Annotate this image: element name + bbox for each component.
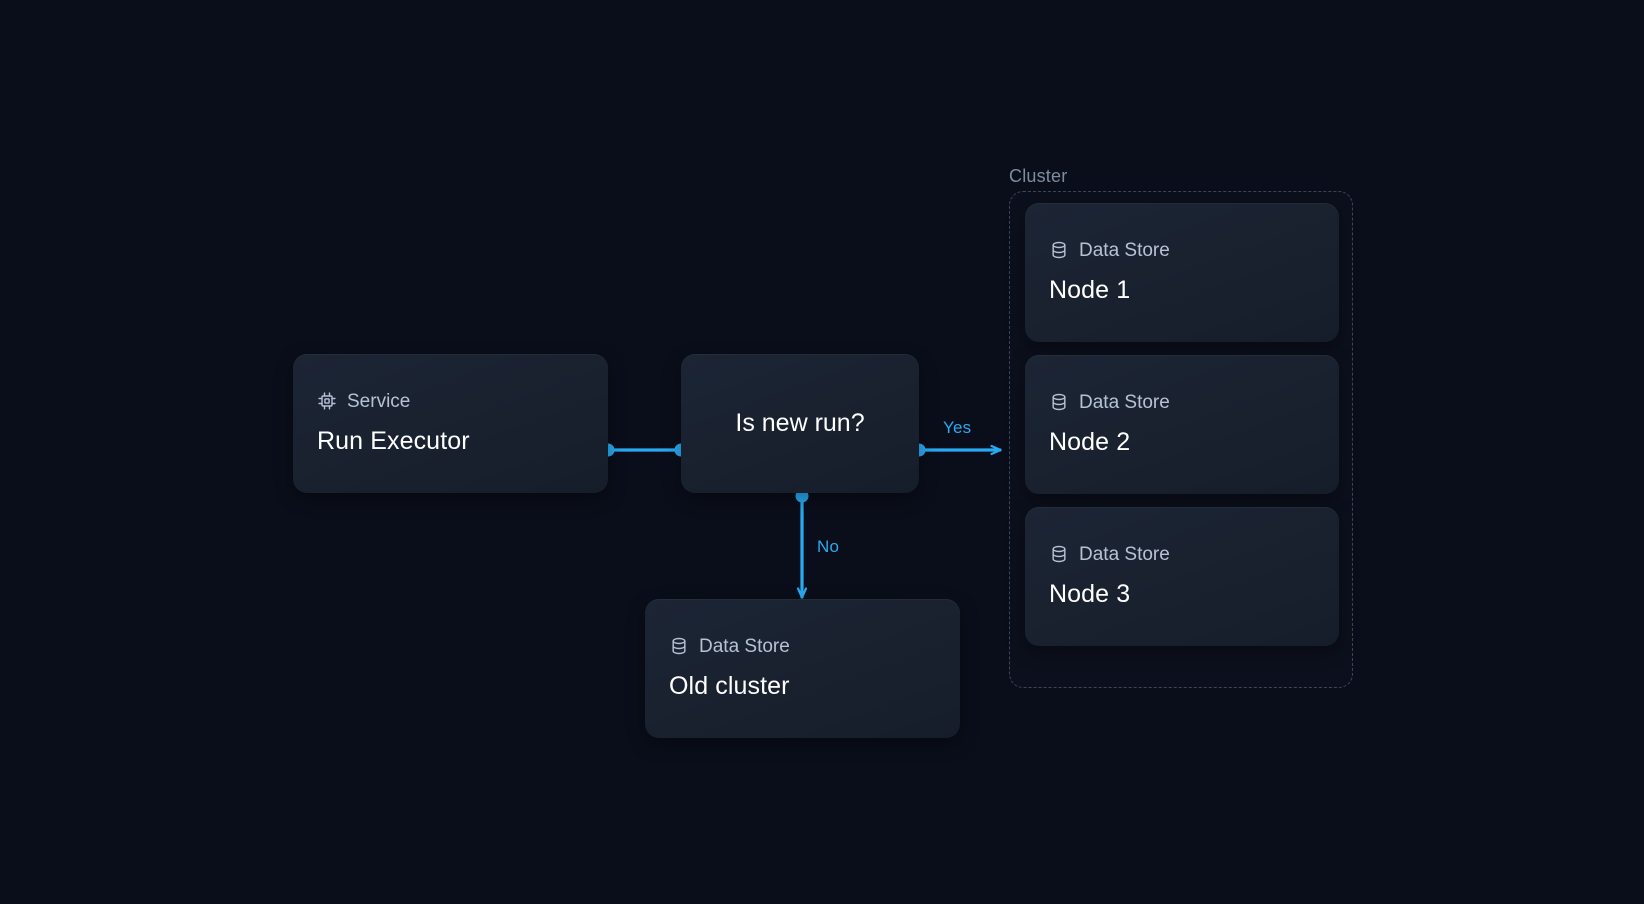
edge-decision-to-old-cluster xyxy=(795,489,809,599)
decision-label: Is new run? xyxy=(735,409,865,438)
node-title: Run Executor xyxy=(317,427,470,456)
edge-decision-to-cluster xyxy=(912,443,1002,457)
node-kind-row: Data Store xyxy=(1049,392,1315,412)
database-icon xyxy=(1049,240,1069,260)
node-kind-row: Data Store xyxy=(1049,240,1315,260)
edge-label-yes: Yes xyxy=(943,418,972,437)
node-kind-label: Data Store xyxy=(1079,391,1170,413)
node-kind-row: Service xyxy=(317,391,584,411)
node-title: Old cluster xyxy=(669,672,790,701)
node-kind-row: Data Store xyxy=(669,636,936,656)
edge-executor-to-decision xyxy=(601,443,688,457)
node-kind-label: Data Store xyxy=(1079,239,1170,261)
database-icon xyxy=(669,636,689,656)
cluster-container xyxy=(1009,191,1353,688)
node-kind-label: Data Store xyxy=(699,635,790,657)
node-data-store-node-2[interactable]: Data Store Node 2 xyxy=(1025,355,1339,494)
node-data-store-node-3[interactable]: Data Store Node 3 xyxy=(1025,507,1339,646)
edge-label-no: No xyxy=(817,537,840,556)
node-decision-is-new-run[interactable]: Is new run? xyxy=(681,354,919,493)
node-kind-row: Data Store xyxy=(1049,544,1315,564)
database-icon xyxy=(1049,544,1069,564)
node-data-store-node-1[interactable]: Data Store Node 1 xyxy=(1025,203,1339,342)
node-run-executor[interactable]: Service Run Executor xyxy=(293,354,608,493)
node-kind-label: Data Store xyxy=(1079,543,1170,565)
cluster-label: Cluster xyxy=(1009,166,1068,186)
node-title: Node 2 xyxy=(1049,428,1131,457)
node-kind-label: Service xyxy=(347,390,411,412)
database-icon xyxy=(1049,392,1069,412)
node-title: Node 3 xyxy=(1049,580,1131,609)
node-old-cluster[interactable]: Data Store Old cluster xyxy=(645,599,960,738)
node-title: Node 1 xyxy=(1049,276,1131,305)
cpu-chip-icon xyxy=(317,391,337,411)
